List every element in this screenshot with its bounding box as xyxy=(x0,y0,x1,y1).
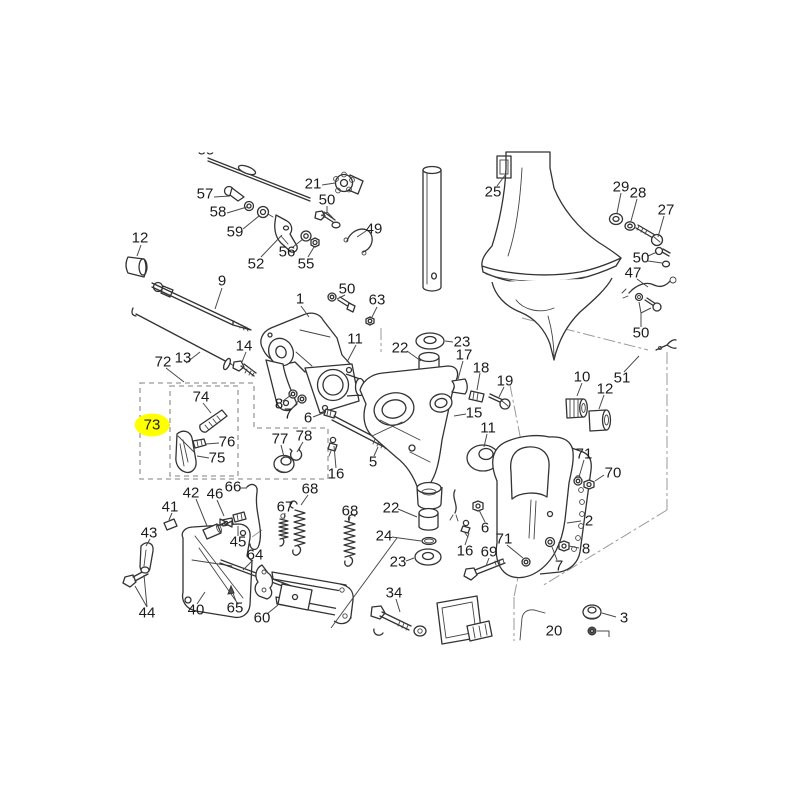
bolt-14 xyxy=(232,360,257,377)
bolt-50-right-upper xyxy=(654,246,671,268)
washer-7-right xyxy=(544,536,556,548)
washer-7-left xyxy=(297,394,307,404)
wire-66 xyxy=(246,483,262,551)
washer-23-lower xyxy=(414,548,442,566)
screw-74 xyxy=(199,409,228,433)
pin-76 xyxy=(192,438,207,449)
steering-rod-9 xyxy=(125,256,252,332)
bolt-50-top xyxy=(314,210,341,229)
bushing-22-lower xyxy=(418,507,439,531)
pin-41 xyxy=(163,518,178,531)
nut-6-lower xyxy=(472,500,484,512)
tilt-rod-13 xyxy=(131,307,238,371)
lever-75 xyxy=(175,430,197,474)
wire-49 xyxy=(343,228,373,256)
transom-pad xyxy=(413,595,546,645)
e-clip-78 xyxy=(289,446,303,461)
leader-lines xyxy=(134,173,665,618)
bolt-69 xyxy=(463,558,506,581)
washer-77 xyxy=(273,454,295,474)
bolt-44 xyxy=(122,566,150,588)
oring-24 xyxy=(421,536,437,546)
spring-67 xyxy=(278,513,289,547)
spring-68-left xyxy=(289,500,306,556)
cable-47-lower xyxy=(449,489,459,522)
knob-21 xyxy=(333,171,364,195)
washer-71-lower xyxy=(521,557,531,567)
clip-46 xyxy=(219,518,233,528)
link-rod-top xyxy=(207,157,311,202)
pin-42 xyxy=(202,523,222,540)
swivel-bracket xyxy=(359,365,459,510)
grease-fitting-16-lower xyxy=(460,519,471,538)
washer-29 xyxy=(608,212,624,226)
bolt-27 xyxy=(635,224,664,247)
washer-28 xyxy=(624,221,636,231)
washer-8-left xyxy=(288,389,298,399)
grommet-59 xyxy=(256,205,274,219)
bracket-1 xyxy=(260,312,366,414)
spring-68-right xyxy=(343,514,356,567)
screw-57 xyxy=(223,185,245,202)
washer-71-upper xyxy=(573,476,583,486)
pin-18 xyxy=(468,390,485,403)
arrow-65 xyxy=(227,584,237,602)
steering-tube xyxy=(422,165,442,292)
washer-56 xyxy=(300,230,312,242)
bushing-12-right xyxy=(588,409,612,432)
grommet-3 xyxy=(582,604,610,637)
damper-17 xyxy=(451,378,468,395)
fork-terminal-51 xyxy=(655,339,677,351)
clamp-bracket-2 xyxy=(492,434,592,579)
bracket-assembly-60 xyxy=(254,537,398,629)
bolt-34 xyxy=(370,605,412,636)
group-box-72 xyxy=(139,382,329,480)
plate-52 xyxy=(274,214,298,253)
outboard-leg-25 xyxy=(481,151,622,361)
nut-55 xyxy=(310,237,320,248)
bushing-10 xyxy=(565,398,588,419)
cable-47 xyxy=(621,276,677,299)
nut-70 xyxy=(583,479,595,490)
bolt-19 xyxy=(488,393,511,410)
lever-43 xyxy=(139,542,154,574)
washer-23-upper xyxy=(415,332,445,350)
nut-63 xyxy=(365,316,375,326)
grease-fitting-16-left xyxy=(327,436,338,457)
bolt-50-mid xyxy=(327,292,356,313)
pin-45 xyxy=(232,511,247,523)
nut-8-right xyxy=(558,540,570,552)
group-box-73 xyxy=(169,385,239,477)
bolt-50-right-lower xyxy=(634,292,662,312)
washer-58 xyxy=(243,200,255,212)
